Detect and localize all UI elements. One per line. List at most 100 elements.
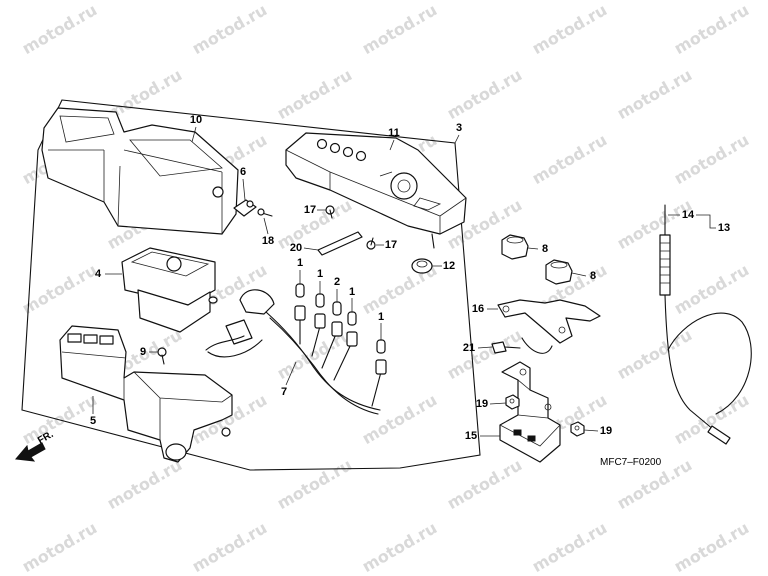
callout-11: 11 [388, 127, 400, 139]
housing-left-opening [59, 115, 115, 143]
watermark-text: motod.ru [359, 390, 440, 448]
rubber-top [506, 236, 524, 244]
bracket-hole [544, 403, 552, 411]
callout-17-a: 17 [304, 204, 316, 216]
lower-case-edges [61, 351, 233, 440]
case-socket-hole [329, 142, 341, 154]
callout-20: 20 [290, 242, 302, 254]
watermark-text: motod.ru [614, 325, 695, 383]
rubber-body [545, 259, 573, 285]
bolt-head [491, 341, 507, 354]
bulb-body [315, 293, 325, 308]
watermark-text: motod.ru [671, 260, 752, 318]
watermark-text: motod.ru [189, 0, 270, 58]
watermark-text: motod.ru [359, 518, 440, 576]
part-5-lower-case [59, 325, 233, 463]
watermark-text: motod.ru [671, 0, 752, 58]
callout-5: 5 [90, 415, 96, 427]
harness-bundle [265, 311, 381, 411]
part-6-socket [233, 199, 257, 217]
callout-9: 9 [140, 346, 146, 358]
bulb-body [347, 311, 357, 326]
part-11-case [285, 132, 467, 249]
meter-pin [208, 296, 218, 304]
cable-lower-fitting [707, 425, 731, 445]
callout-17-b: 17 [385, 239, 397, 251]
lower-case-hole [221, 427, 231, 437]
bolt-shank [504, 346, 521, 349]
part-4-meter-assembly [121, 247, 218, 333]
harness-socket [239, 289, 275, 315]
rubber-top [550, 261, 568, 269]
case-socket-hole [355, 150, 367, 162]
housing-right-opening [129, 139, 223, 177]
bulb-1-b [314, 293, 326, 329]
bracket-hole [519, 368, 527, 376]
bracket-slot [527, 435, 536, 442]
screw-shank [329, 209, 333, 219]
rubber-body [501, 234, 529, 260]
housing-edges [48, 149, 223, 234]
lower-case-outline [59, 325, 233, 463]
bulb-1-a [294, 283, 306, 321]
indicator-window [67, 333, 82, 343]
part-10-meter-housing [41, 107, 239, 235]
housing-outline [41, 107, 239, 235]
case-edge [285, 149, 467, 234]
watermark-text: motod.ru [614, 65, 695, 123]
watermark-text: motod.ru [189, 518, 270, 576]
case-center-boss [390, 172, 418, 200]
bracket-edge [499, 379, 561, 447]
watermark-text: motod.ru [104, 455, 185, 513]
part-17-screw-a [325, 205, 335, 219]
meter-body [121, 247, 216, 306]
lower-case-knob [165, 443, 187, 461]
part-8-rubber-lower [545, 259, 573, 285]
bulb-socket [346, 331, 358, 347]
part-18-screw [257, 208, 273, 217]
part-19-nut-b [570, 421, 585, 437]
harness-connector [225, 319, 253, 345]
harness-wire [205, 335, 245, 351]
cable-upper-fitting [659, 234, 671, 296]
callout-7: 7 [281, 386, 287, 398]
callout-8-a: 8 [542, 243, 548, 255]
bulb-2 [331, 301, 343, 337]
part-15-bracket [499, 361, 561, 463]
callout-6: 6 [240, 166, 246, 178]
callout-4: 4 [95, 268, 102, 280]
callout-19-b: 19 [600, 425, 612, 437]
part-7-wire-harness [205, 289, 382, 415]
part-16-stay [497, 299, 601, 354]
cable-sheath [664, 294, 715, 431]
callout-8-b: 8 [590, 270, 596, 282]
watermark-text: motod.ru [19, 518, 100, 576]
cable-coil [667, 312, 752, 415]
watermark-text: motod.ru [19, 0, 100, 58]
part-17-screw-b [366, 237, 376, 250]
part-8-rubber-upper [501, 234, 529, 260]
watermark-text: motod.ru [671, 390, 752, 448]
callout-12: 12 [443, 260, 455, 272]
watermark-text: motod.ru [444, 455, 525, 513]
callout-18: 18 [262, 235, 274, 247]
callout-15: 15 [465, 430, 477, 442]
meter-gauge [166, 256, 182, 272]
part-13-speedometer-cable [659, 204, 752, 445]
callout-1-c: 1 [349, 286, 355, 298]
case-socket-hole [316, 138, 328, 150]
bulb-socket [314, 313, 326, 329]
diagram-code: MFC7–F0200 [600, 457, 662, 468]
callout-1-d: 1 [378, 311, 384, 323]
bracket-outline [499, 361, 561, 463]
part-21-bolt [491, 341, 521, 354]
cable-fitting-ribs [660, 242, 670, 284]
callout-16: 16 [472, 303, 484, 315]
callout-10: 10 [190, 114, 202, 126]
bulb-socket [375, 359, 387, 375]
case-window [379, 171, 442, 211]
callout-1-a: 1 [297, 257, 303, 269]
bulb-body [332, 301, 342, 316]
watermark-text: motod.ru [274, 65, 355, 123]
